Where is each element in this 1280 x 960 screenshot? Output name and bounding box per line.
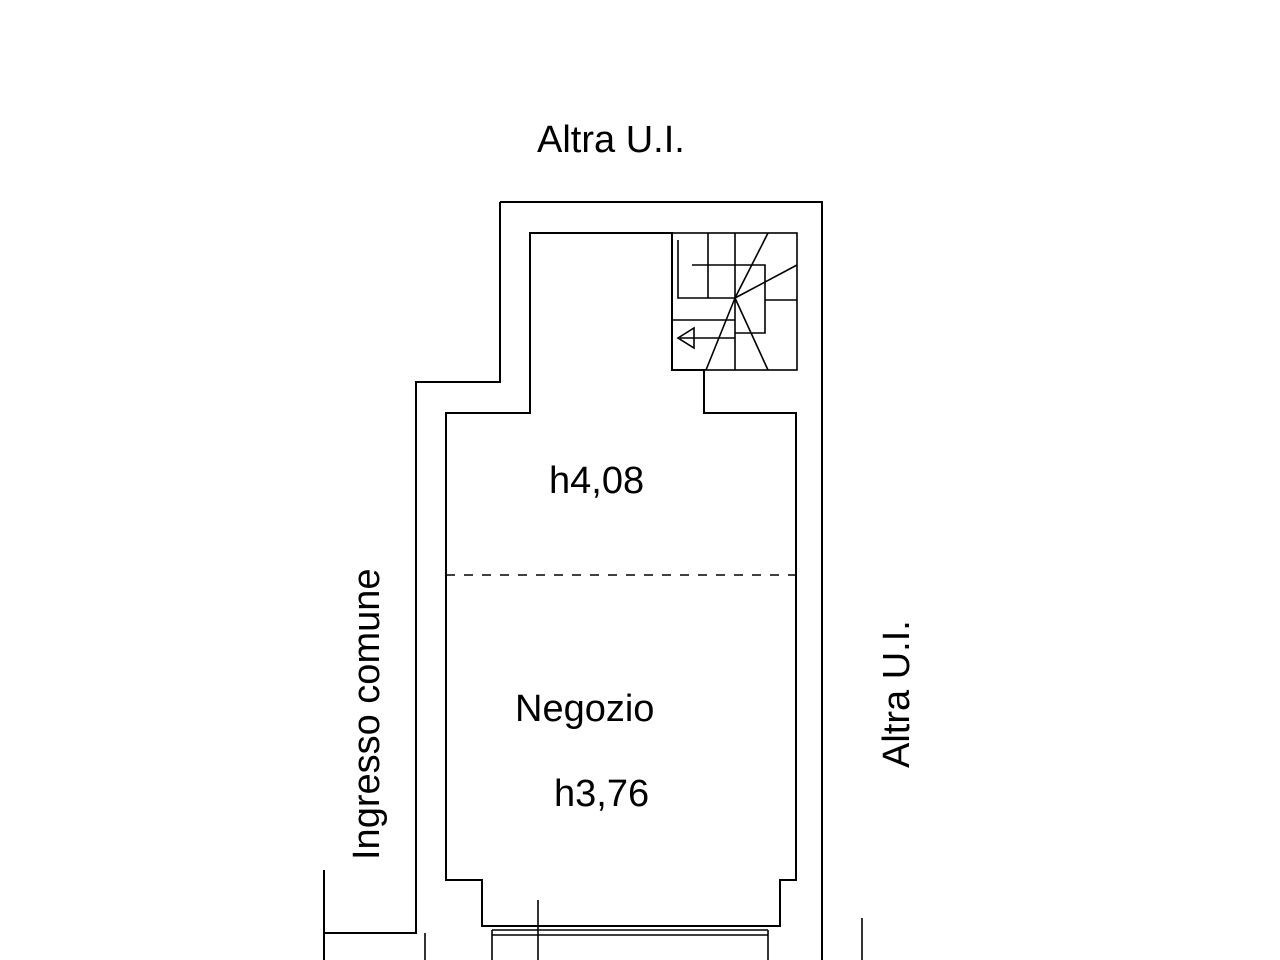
label-left-entrance: Ingresso comune — [346, 569, 388, 861]
label-right-neighbor: Altra U.I. — [876, 620, 918, 768]
staircase — [671, 232, 798, 371]
label-room-name: Negozio — [515, 688, 654, 730]
outer-wall — [323, 201, 823, 960]
entrance-threshold — [424, 900, 863, 960]
label-height-lower: h3,76 — [554, 773, 649, 815]
inner-wall — [445, 232, 797, 927]
label-height-upper: h4,08 — [549, 460, 644, 502]
label-top-neighbor: Altra U.I. — [537, 119, 685, 161]
